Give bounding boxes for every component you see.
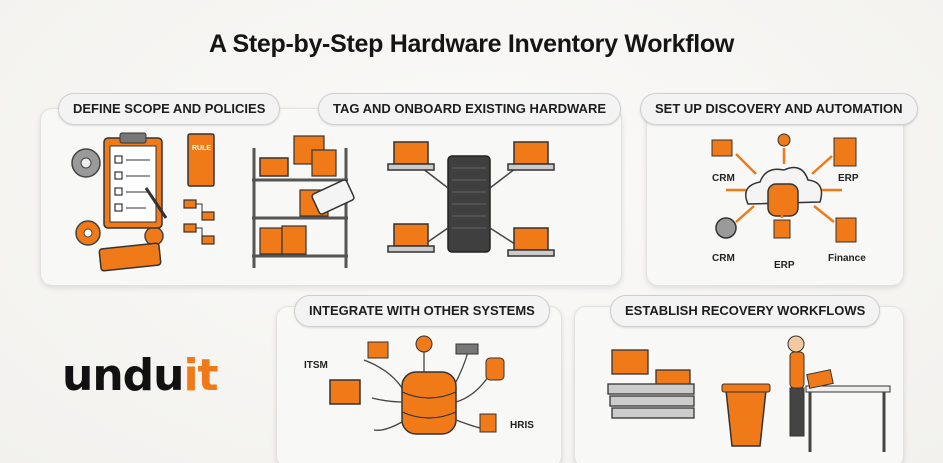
step-recovery-workflows: ESTABLISH RECOVERY WORKFLOWS [610, 295, 881, 327]
svg-text:ERP: ERP [774, 260, 795, 271]
database-icon [485, 357, 505, 381]
laptop-icon [611, 349, 649, 375]
router-icon [455, 343, 479, 355]
step-define-scope: DEFINE SCOPE AND POLICIES [58, 93, 281, 125]
svg-text:ERP: ERP [838, 173, 859, 184]
svg-text:RULE: RULE [192, 145, 211, 152]
laptop-icon [711, 139, 733, 157]
laptop-icon [513, 141, 549, 165]
gear-icon [144, 226, 164, 246]
gear-icon [715, 217, 737, 239]
laptop-icon [367, 341, 389, 359]
monitor-icon [479, 413, 497, 433]
page-title: A Step-by-Step Hardware Inventory Workfl… [209, 30, 734, 58]
recycle-bin-icon [725, 389, 767, 447]
monitor-icon [329, 379, 361, 405]
person-icon [787, 335, 805, 353]
discovery-illustration: CRM ERP CRM ERP Finance [711, 133, 866, 271]
scope-policies-illustration: RULE [71, 132, 215, 272]
logo: unduit [62, 350, 219, 401]
rule-book-icon [187, 133, 215, 187]
step-discovery-automation: SET UP DISCOVERY AND AUTOMATION [640, 93, 918, 125]
document-icon [773, 219, 791, 239]
svg-text:Finance: Finance [828, 253, 866, 264]
database-icon [401, 371, 457, 435]
step-tag-onboard: TAG AND ONBOARD EXISTING HARDWARE [318, 93, 621, 125]
laptop-icon [393, 141, 429, 165]
step-integrate-systems: INTEGRATE WITH OTHER SYSTEMS [294, 295, 550, 327]
laptop-icon [393, 223, 429, 247]
building-icon [835, 217, 857, 243]
desk-icon [805, 385, 891, 393]
users-icon [415, 335, 433, 353]
laptop-icon [513, 227, 549, 251]
svg-text:HRIS: HRIS [510, 420, 534, 431]
laptop-icon [259, 157, 289, 177]
tag-onboard-illustration [252, 135, 555, 268]
svg-text:CRM: CRM [712, 173, 735, 184]
svg-text:CRM: CRM [712, 253, 735, 264]
building-icon [833, 137, 857, 167]
users-icon [777, 133, 791, 147]
integrate-illustration: ITSM HRIS [304, 335, 534, 435]
recovery-illustration [607, 335, 891, 452]
shelf-icon [252, 148, 348, 268]
svg-text:ITSM: ITSM [304, 360, 328, 371]
